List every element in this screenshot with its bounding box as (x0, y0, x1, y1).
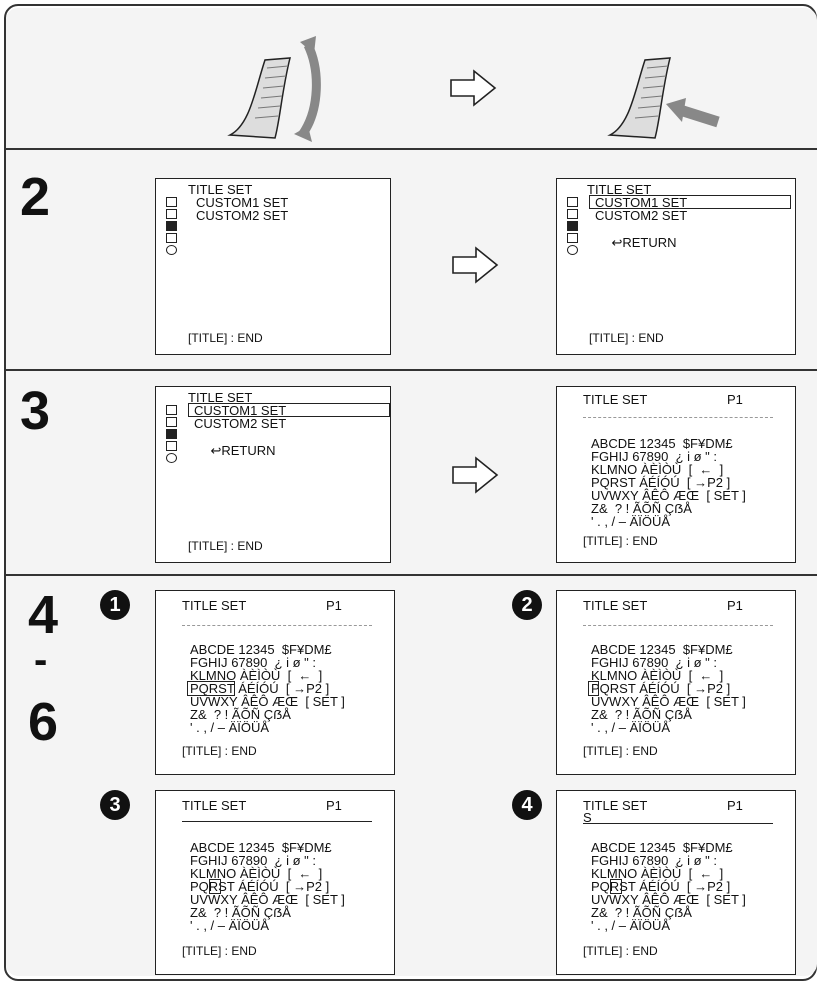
character-set-screen: TITLE SET P1 ABCDE 12345 $F¥DM£ FGHIJ 67… (155, 790, 395, 975)
next-arrow-icon (452, 246, 499, 284)
return-arrow-icon: ↩ (611, 235, 623, 250)
title-entry-line (182, 625, 372, 626)
selection-highlight (188, 403, 390, 417)
char-selection-highlight (610, 879, 622, 894)
step-number-6: 6 (28, 692, 59, 752)
char-selection-highlight (209, 879, 221, 894)
return-icon (166, 245, 177, 255)
character-grid[interactable]: ABCDE 12345 $F¥DM£ FGHIJ 67890 ¿ i ø " :… (190, 642, 345, 735)
menu-title: TITLE SET (587, 182, 652, 197)
substep-badge-4: 4 (512, 790, 542, 820)
selection-highlight (589, 195, 791, 209)
return-label: RETURN (622, 235, 677, 250)
menu-title: TITLE SET (188, 390, 253, 405)
charset-title: TITLE SET (583, 392, 648, 407)
menu-item-custom1[interactable]: CUSTOM1 SET (194, 403, 287, 418)
menu-end-hint: [TITLE] : END (188, 331, 263, 345)
row-selection-highlight (187, 681, 235, 696)
return-icon (166, 453, 177, 463)
menu-item-custom2[interactable]: CUSTOM2 SET (595, 208, 688, 223)
character-grid[interactable]: ABCDE 12345 $F¥DM£ FGHIJ 67890 ¿ i ø " :… (190, 840, 345, 933)
row-divider (6, 148, 817, 150)
entered-character: S (583, 810, 592, 825)
title-entry-line (583, 417, 773, 418)
character-grid[interactable]: ABCDE 12345 $F¥DM£ FGHIJ 67890 ¿ i ø " :… (591, 840, 746, 933)
title-entry-line (583, 625, 773, 626)
menu-end-hint: [TITLE] : END (589, 331, 664, 345)
menu-item-custom2[interactable]: CUSTOM2 SET (196, 208, 289, 223)
pencil-icon (166, 429, 177, 439)
folder-icon (166, 197, 177, 207)
charset-end-hint: [TITLE] : END (583, 744, 658, 758)
charset-title: TITLE SET (182, 598, 247, 613)
charset-page: P1 (326, 798, 342, 813)
menu-icon-column (166, 197, 180, 257)
character-set-screen: TITLE SET P1 ABCDE 12345 $F¥DM£ FGHIJ 67… (155, 590, 395, 775)
menu-screen-custom-list: TITLE SET CUSTOM1 SET CUSTOM2 SET [TITLE… (155, 178, 391, 355)
pencil-icon (166, 221, 177, 231)
camera-tape-icon (567, 209, 578, 219)
menu-screen-custom1-selected: TITLE SET CUSTOM1 SET CUSTOM2 SET ↩RETUR… (155, 386, 391, 563)
camera-tape-icon (166, 209, 177, 219)
menu-screen-custom1-selected: TITLE SET CUSTOM1 SET CUSTOM2 SET ↩RETUR… (556, 178, 796, 355)
charset-end-hint: [TITLE] : END (583, 944, 658, 958)
dial-turn-illustration (227, 36, 321, 142)
return-label: RETURN (221, 443, 276, 458)
cassette-icon (166, 233, 177, 243)
row-1-background (6, 8, 817, 148)
character-set-screen: TITLE SET P1 ABCDE 12345 $F¥DM£ FGHIJ 67… (556, 386, 796, 563)
charset-title: TITLE SET (583, 598, 648, 613)
next-arrow-icon (450, 69, 497, 107)
charset-title: TITLE SET (182, 798, 247, 813)
dial-press-illustration (607, 57, 720, 139)
menu-title: TITLE SET (188, 182, 253, 197)
charset-title: TITLE SET (583, 798, 648, 813)
next-arrow-icon (452, 456, 499, 494)
character-grid[interactable]: ABCDE 12345 $F¥DM£ FGHIJ 67890 ¿ i ø " :… (591, 436, 746, 529)
row-divider (6, 574, 817, 576)
menu-end-hint: [TITLE] : END (188, 539, 263, 553)
row-divider (6, 369, 817, 371)
menu-icon-column (567, 197, 581, 257)
step-number-2: 2 (20, 167, 51, 227)
step-number-4: 4 (28, 585, 59, 645)
substep-badge-2: 2 (512, 590, 542, 620)
charset-page: P1 (326, 598, 342, 613)
camera-tape-icon (166, 417, 177, 427)
folder-icon (166, 405, 177, 415)
menu-item-custom1[interactable]: CUSTOM1 SET (196, 195, 289, 210)
char-selection-highlight (588, 681, 599, 696)
charset-end-hint: [TITLE] : END (182, 744, 257, 758)
cassette-icon (567, 233, 578, 243)
folder-icon (567, 197, 578, 207)
return-icon (567, 245, 578, 255)
pencil-icon (567, 221, 578, 231)
substep-badge-3: 3 (100, 790, 130, 820)
return-arrow-icon: ↩ (210, 443, 222, 458)
menu-item-return[interactable]: ↩RETURN (196, 431, 276, 470)
character-set-screen: TITLE SET P1 S ABCDE 12345 $F¥DM£ FGHIJ … (556, 790, 796, 975)
charset-page: P1 (727, 598, 743, 613)
charset-page: P1 (727, 798, 743, 813)
title-entry-line (182, 821, 372, 822)
character-grid[interactable]: ABCDE 12345 $F¥DM£ FGHIJ 67890 ¿ i ø " :… (591, 642, 746, 735)
cassette-icon (166, 441, 177, 451)
step-number-3: 3 (20, 381, 51, 441)
menu-item-custom2[interactable]: CUSTOM2 SET (194, 416, 287, 431)
menu-item-return[interactable]: ↩RETURN (597, 223, 677, 262)
step-range-dash: - (34, 638, 48, 682)
menu-icon-column (166, 405, 180, 465)
substep-badge-1: 1 (100, 590, 130, 620)
charset-page: P1 (727, 392, 743, 407)
menu-item-custom1[interactable]: CUSTOM1 SET (595, 195, 688, 210)
charset-end-hint: [TITLE] : END (583, 534, 658, 548)
character-set-screen: TITLE SET P1 ABCDE 12345 $F¥DM£ FGHIJ 67… (556, 590, 796, 775)
charset-end-hint: [TITLE] : END (182, 944, 257, 958)
title-entry-line (583, 823, 773, 824)
